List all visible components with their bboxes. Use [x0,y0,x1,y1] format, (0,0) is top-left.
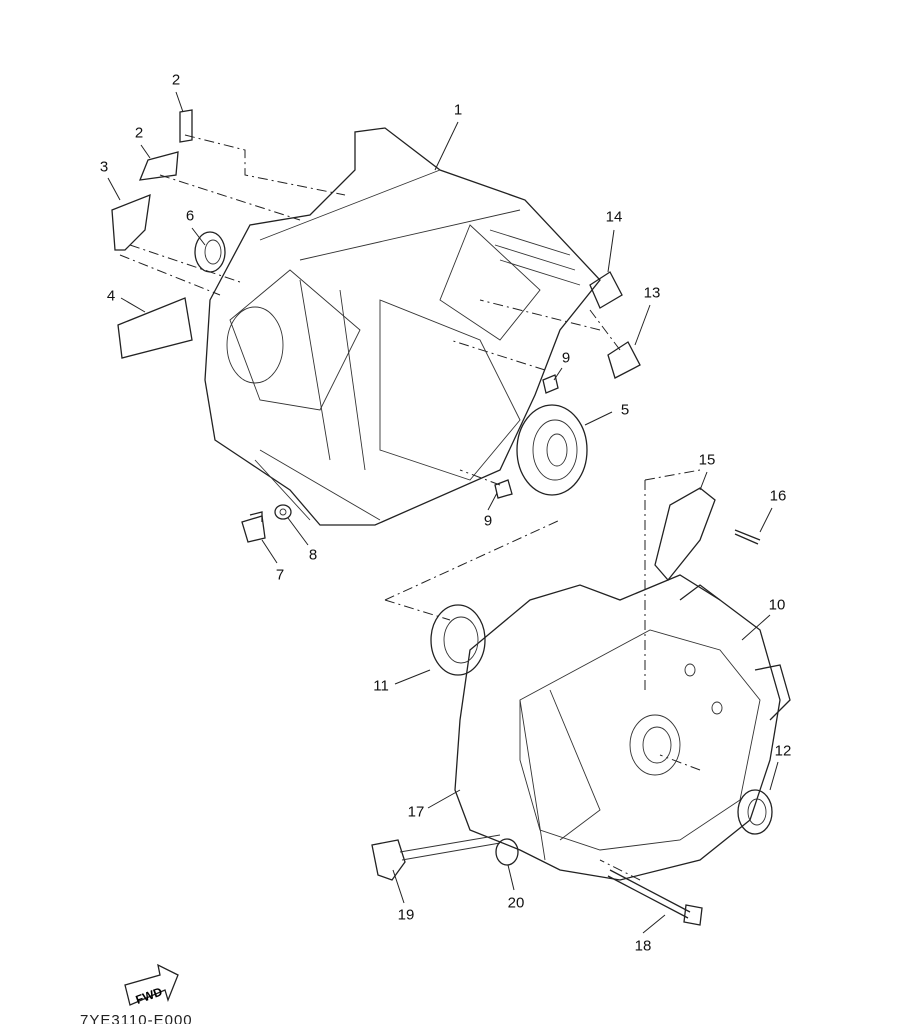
callout-13: 13 [643,284,661,302]
callout-3: 3 [99,158,109,176]
callout-20: 20 [507,894,525,912]
callout-11: 11 [373,677,389,695]
callout-5: 5 [620,401,630,419]
callout-6: 6 [185,207,195,225]
callout-8: 8 [308,546,318,564]
callout-16: 16 [769,487,787,505]
callout-17: 17 [407,803,425,821]
callout-18: 18 [634,937,652,955]
callout-19: 19 [397,906,415,924]
callout-7: 7 [275,566,285,584]
callout-1: 1 [453,101,463,119]
callout-15: 15 [698,451,716,469]
callout-4: 4 [106,287,116,305]
diagram-code: 7YE3110-E000 [80,1012,193,1024]
fwd-label: FWD [134,984,165,1007]
callout-2b: 2 [134,124,144,142]
callout-12: 12 [774,742,792,760]
callout-2a: 2 [171,71,181,89]
callout-9a: 9 [561,349,571,367]
callout-9b: 9 [483,512,493,530]
callout-14: 14 [605,208,623,226]
callout-10: 10 [768,596,786,614]
